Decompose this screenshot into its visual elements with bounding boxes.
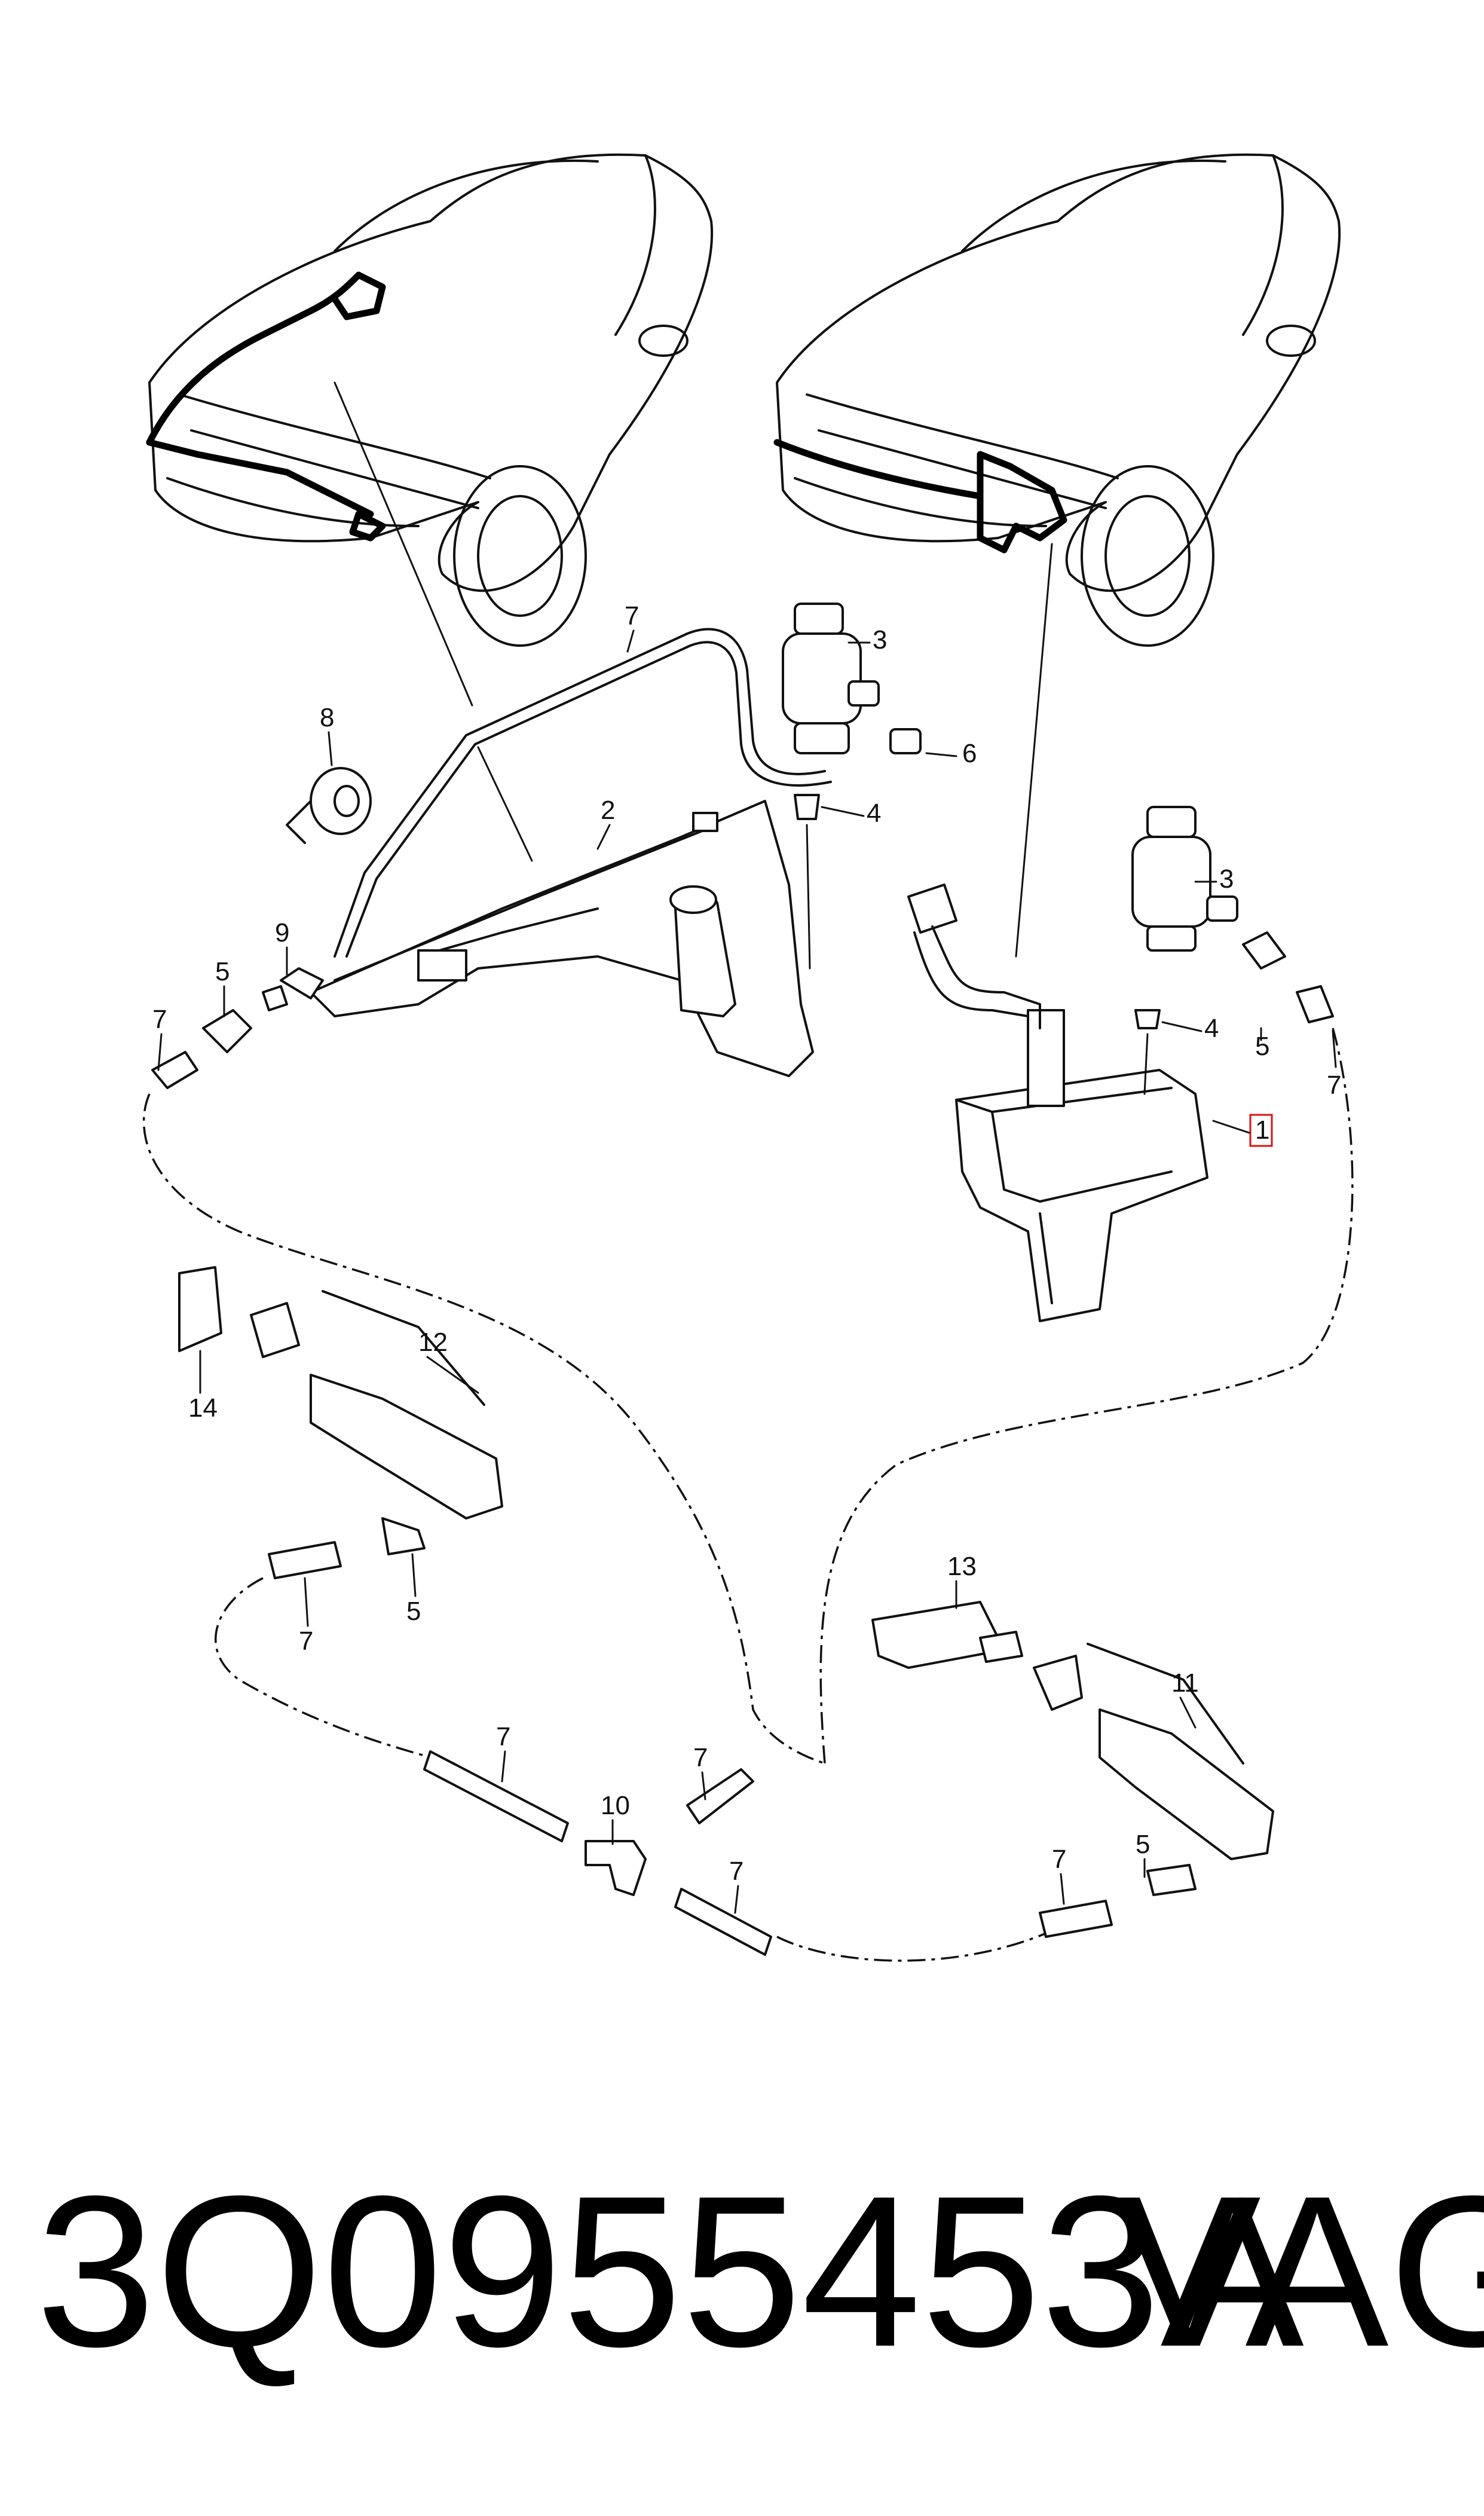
callout-3: 3: [873, 625, 887, 655]
t-piece: [585, 1840, 647, 1896]
pump-lower: [1131, 806, 1238, 952]
hose-bottom-b: [686, 1768, 754, 1824]
callout-5: 5: [1255, 1032, 1269, 1061]
hose-upper: [333, 628, 826, 958]
callout-2: 2: [601, 796, 615, 825]
headlight-washer-left: [178, 1266, 503, 1579]
car-right-illustration: [773, 153, 1341, 647]
hose-routing-left: [142, 1093, 825, 1765]
callout-14: 14: [188, 1393, 218, 1423]
callout-13: 13: [947, 1552, 977, 1581]
hose-bottom-c: [674, 1888, 772, 1956]
tape-roll: [286, 767, 372, 844]
callout-4: 4: [1204, 1014, 1219, 1043]
callout-8: 8: [320, 703, 334, 732]
connector-left: [151, 967, 324, 1089]
seal-upper: [794, 794, 820, 820]
callout-1: 1: [1255, 1115, 1269, 1145]
callout-5: 5: [406, 1597, 421, 1626]
callout-6: 6: [962, 739, 977, 768]
leader-line: [333, 381, 473, 707]
hose-routing-right: [819, 1028, 1354, 1764]
connector-right: [1242, 931, 1286, 970]
callout-9: 9: [275, 918, 289, 947]
leader-line: [477, 746, 533, 862]
part-number: 3Q0955453A: [36, 2151, 1304, 2392]
callout-7: 7: [152, 1005, 167, 1034]
callout-4: 4: [867, 799, 881, 828]
callout-3: 3: [1219, 864, 1234, 894]
callout-12: 12: [418, 1328, 448, 1357]
washer-reservoir-main: [907, 883, 1208, 1322]
hose-bottom-a: [423, 1750, 569, 1842]
leader-line: [1015, 543, 1053, 958]
headlight-washer-right: [871, 1601, 1274, 1938]
callout-7: 7: [1327, 1071, 1341, 1100]
callout-7: 7: [1052, 1845, 1066, 1874]
seal-lower: [1134, 1009, 1161, 1029]
hose-routing-bottom-right: [776, 1930, 1052, 1962]
pump-upper: [782, 603, 922, 754]
brand-name: VAG: [1118, 2151, 1484, 2392]
car-left-illustration: [146, 153, 713, 647]
callout-5: 5: [215, 957, 230, 986]
callout-labels: 1 2 3 3 4 4 5 5 5 5 6 7 7 7 7 7 7 7 7 8 …: [152, 601, 1341, 1886]
hose-routing-bottom-left: [215, 1577, 455, 1765]
callout-10: 10: [601, 1791, 630, 1820]
callout-7: 7: [729, 1857, 743, 1886]
callout-11: 11: [1171, 1668, 1199, 1698]
washer-reservoir: [310, 800, 814, 1077]
callout-7: 7: [496, 1722, 510, 1751]
callout-7: 7: [299, 1627, 313, 1656]
callout-leaders: [157, 629, 1337, 1914]
callout-5: 5: [1136, 1830, 1150, 1859]
hose-right-segment: [1296, 985, 1334, 1023]
callout-7: 7: [693, 1743, 708, 1772]
callout-7: 7: [625, 601, 639, 631]
